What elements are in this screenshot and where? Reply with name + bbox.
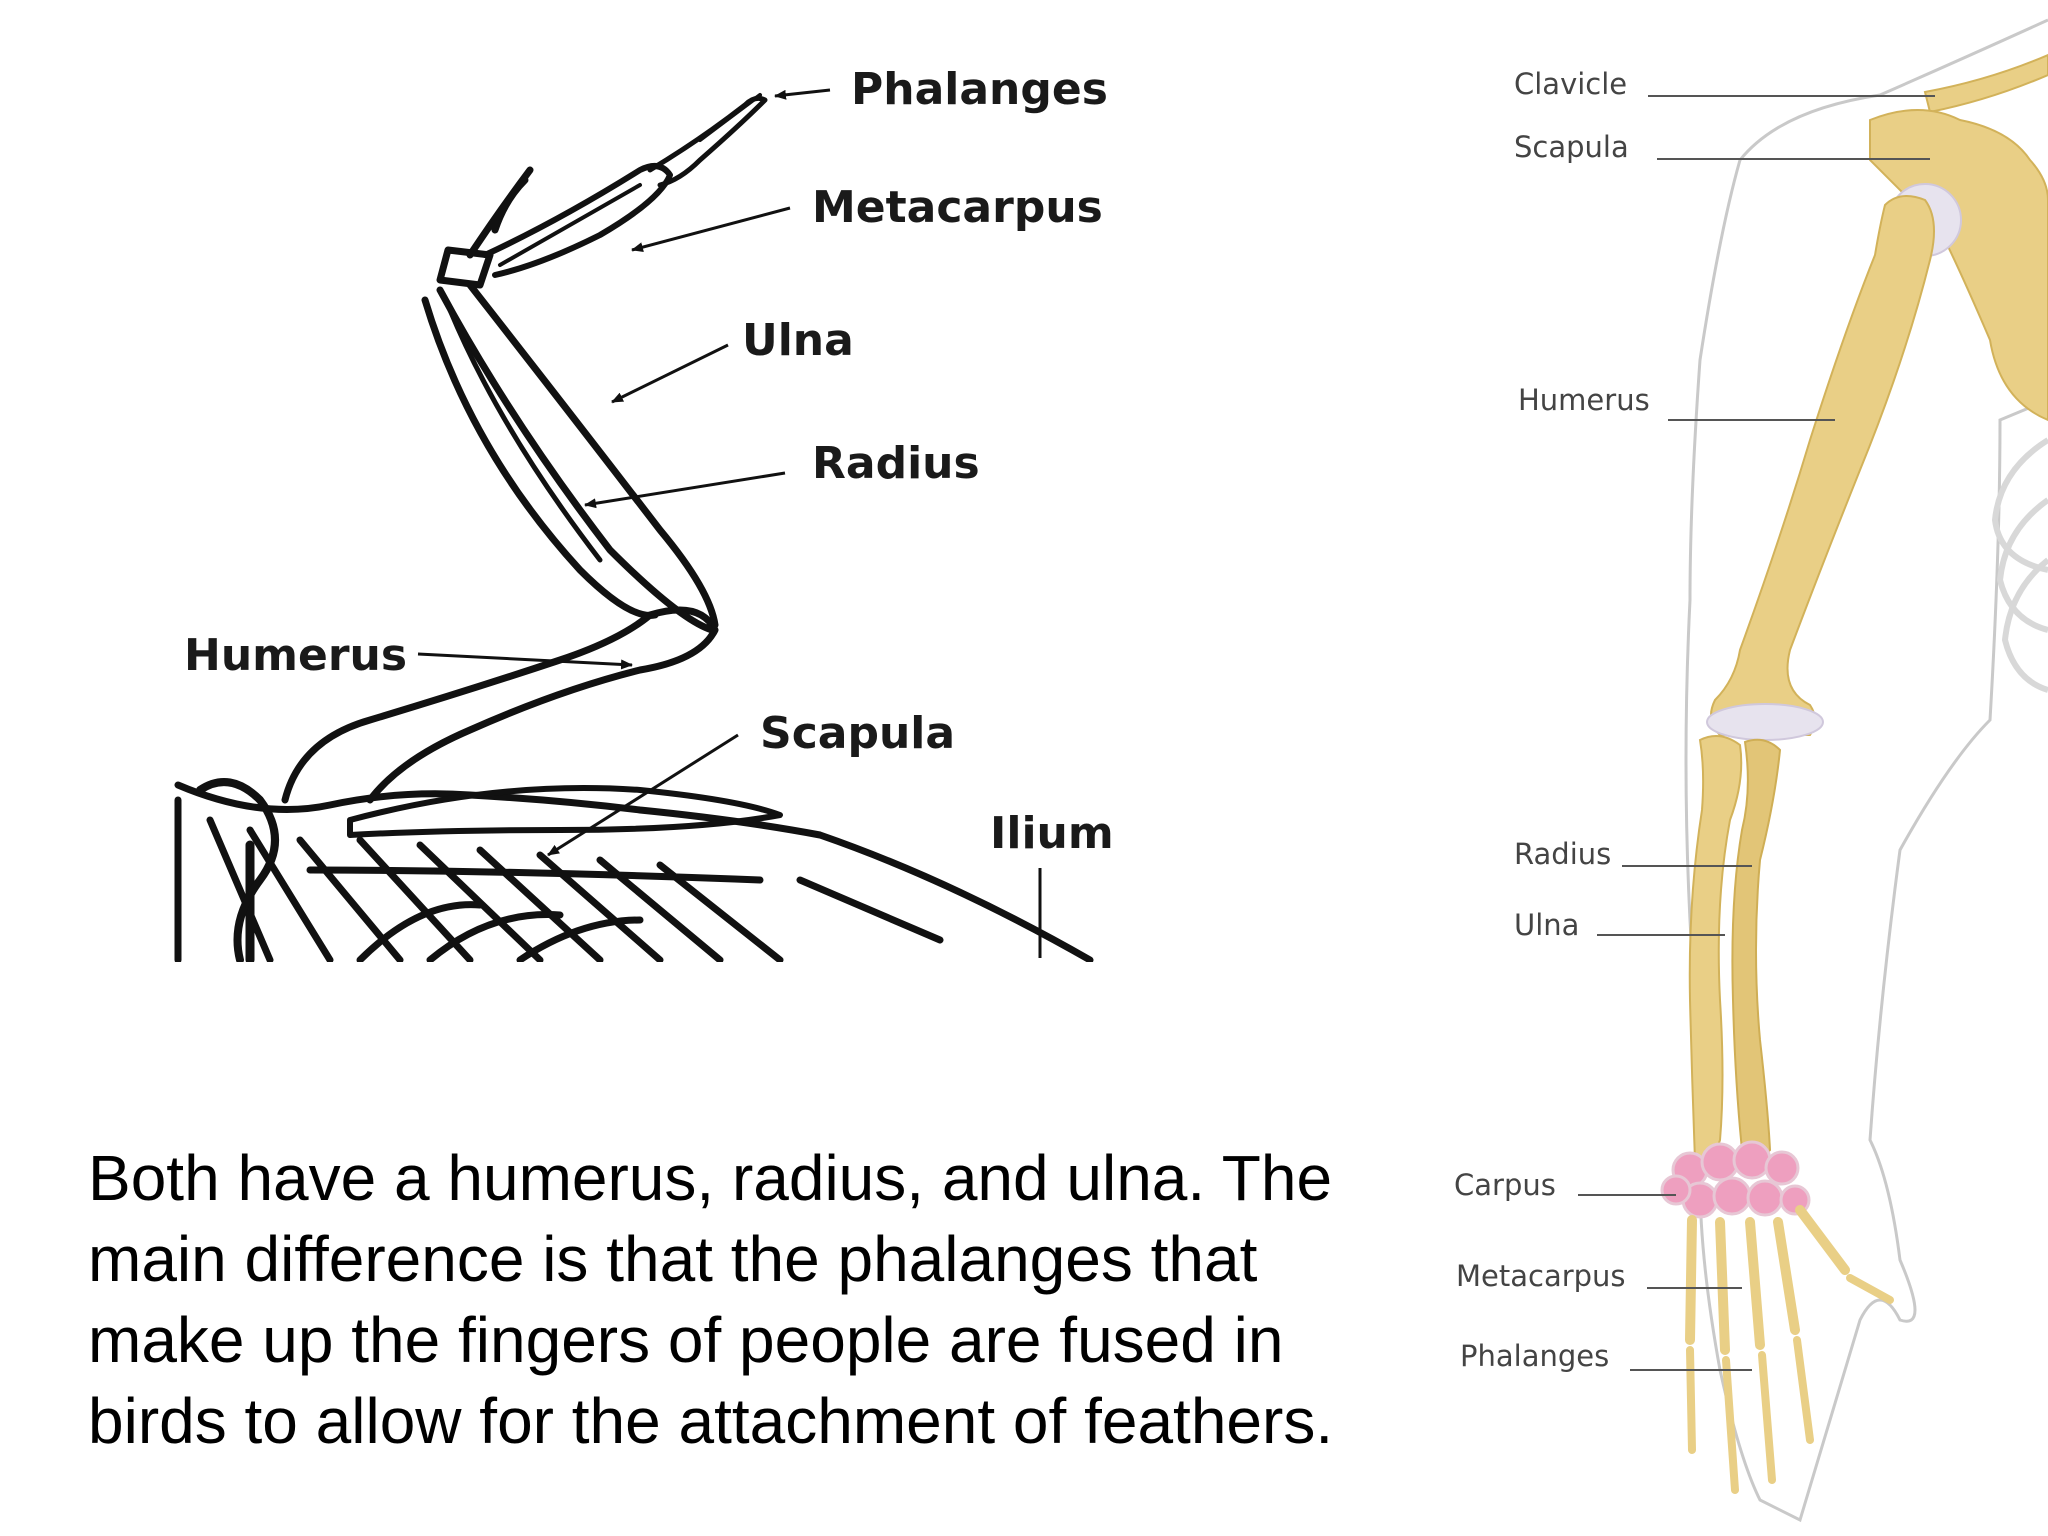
bird-wing-skeleton [174, 93, 1094, 965]
human-label-radius: Radius [1514, 837, 1611, 871]
comparison-caption: Both have a humerus, radius, and ulna. T… [88, 1142, 1334, 1457]
bird-scapula-bone [347, 785, 783, 838]
human-label-phalanges: Phalanges [1460, 1339, 1609, 1373]
human-phalanges-bones [1686, 1274, 1894, 1494]
bird-radius-bone-inner [447, 307, 603, 563]
bird-alula [466, 166, 534, 259]
bird-radius-bone [421, 296, 659, 619]
bird-label-ilium: Ilium [990, 808, 1114, 859]
bird-ribcage [174, 778, 1094, 965]
bird-leader-lines [417, 88, 1042, 958]
bird-humerus-bone [281, 606, 719, 804]
human-humerus-bone [1710, 195, 1935, 736]
bird-wrist [436, 246, 494, 289]
human-ulna-bone [1731, 738, 1782, 1159]
human-leader-lines [1578, 95, 1935, 1371]
human-label-ulna: Ulna [1514, 908, 1579, 942]
human-label-carpus: Carpus [1454, 1168, 1556, 1202]
human-labels: Clavicle Scapula Humerus Radius Ulna Car… [1454, 67, 1650, 1373]
bird-label-humerus: Humerus [184, 630, 407, 681]
bird-label-radius: Radius [812, 438, 980, 489]
human-metacarpus-bones [1685, 1205, 1850, 1355]
bird-label-ulna: Ulna [742, 315, 854, 366]
human-label-scapula: Scapula [1514, 130, 1629, 164]
bird-metacarpus-bone-inner [498, 183, 642, 267]
human-radius-bone [1688, 735, 1743, 1164]
bird-phalanges-tip [698, 93, 762, 142]
human-label-clavicle: Clavicle [1514, 67, 1627, 101]
human-label-metacarpus: Metacarpus [1456, 1259, 1626, 1293]
bird-metacarpus-bone [482, 163, 673, 278]
bird-labels: Phalanges Metacarpus Ulna Radius Humerus… [184, 64, 1114, 859]
human-clavicle-bone [1923, 53, 2048, 114]
bird-label-phalanges: Phalanges [851, 64, 1108, 115]
human-body-outline [1684, 18, 2048, 1523]
bird-label-metacarpus: Metacarpus [812, 182, 1103, 233]
human-elbow-joint [1706, 703, 1824, 741]
bird-ulna-bone [436, 286, 716, 634]
bird-ulna-bone-back [466, 281, 719, 629]
human-arm-skeleton [1660, 18, 2048, 1523]
human-label-humerus: Humerus [1518, 383, 1650, 417]
human-carpus-bones [1660, 1140, 1811, 1219]
bird-label-scapula: Scapula [760, 708, 955, 759]
human-ribs [1991, 437, 2048, 693]
bird-image-edge [150, 962, 1110, 1022]
